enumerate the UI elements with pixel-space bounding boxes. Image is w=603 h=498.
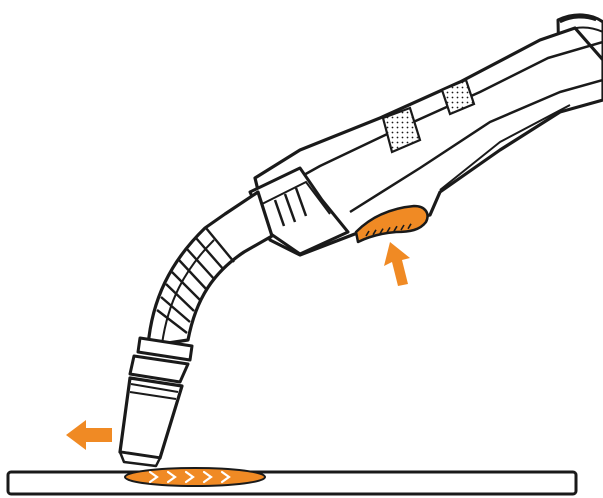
arrow-up-icon <box>384 242 410 286</box>
weld-bead-pool <box>125 468 265 486</box>
workpiece-plate <box>8 472 576 494</box>
weld-bead <box>125 468 265 486</box>
arrow-left-icon <box>66 420 112 450</box>
nozzle <box>120 338 192 466</box>
swan-neck <box>148 192 272 346</box>
